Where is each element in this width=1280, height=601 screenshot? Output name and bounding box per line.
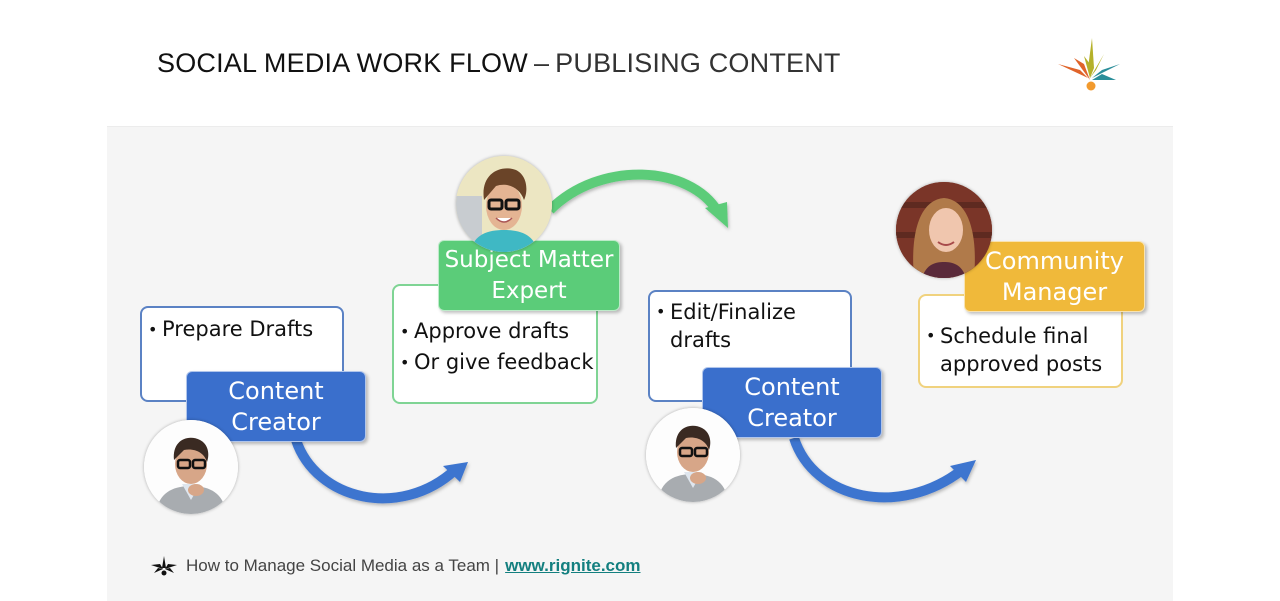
task-text-line2: drafts: [670, 328, 732, 352]
title-main: SOCIAL MEDIA WORK FLOW: [157, 48, 528, 78]
title-sub: PUBLISING CONTENT: [555, 48, 841, 78]
footer: How to Manage Social Media as a Team | w…: [150, 553, 641, 579]
rignite-small-logo-icon: [151, 556, 177, 576]
slide-title: SOCIAL MEDIA WORK FLOW–PUBLISING CONTENT: [157, 48, 841, 79]
role-label-line1: Content: [228, 377, 324, 405]
role-label-line1: Subject Matter: [444, 247, 614, 273]
title-separator: –: [533, 48, 550, 78]
role-label-line1: Content: [744, 373, 840, 401]
smiling-man-photo-icon: [456, 156, 552, 252]
task-text-line1: Schedule final: [940, 324, 1089, 348]
role-label-line2: Expert: [491, 278, 567, 304]
man-thinking-photo-icon: [144, 420, 238, 514]
footer-text: How to Manage Social Media as a Team |: [186, 556, 500, 575]
role-label-line2: Creator: [231, 408, 321, 436]
task-item: Schedule final approved posts: [924, 322, 1121, 378]
task-item: Prepare Drafts: [146, 314, 342, 345]
smiling-woman-photo-icon: [896, 182, 992, 278]
task-text-line2: approved posts: [940, 352, 1103, 376]
role-label-line1: Community: [985, 247, 1124, 275]
avatar-content-creator: [144, 420, 238, 514]
task-text-line1: Edit/Finalize: [670, 300, 796, 324]
avatar-content-creator-2: [646, 408, 740, 502]
task-item: Or give feedback: [398, 347, 596, 378]
task-item: Edit/Finalize drafts: [654, 298, 850, 354]
task-item: Approve drafts: [398, 316, 596, 347]
role-label-line2: Manager: [1001, 278, 1108, 306]
avatar-community-manager: [896, 182, 992, 278]
rignite-logo-icon: [1058, 38, 1120, 91]
footer-link[interactable]: www.rignite.com: [505, 556, 641, 575]
avatar-subject-matter-expert: [456, 156, 552, 252]
role-badge-subject-matter-expert: Subject Matter Expert: [438, 240, 620, 311]
role-label-line2: Creator: [747, 404, 837, 432]
role-badge-content-creator-2: Content Creator: [702, 367, 882, 438]
man-thinking-photo-icon: [646, 408, 740, 502]
role-badge-community-manager: Community Manager: [964, 241, 1145, 312]
